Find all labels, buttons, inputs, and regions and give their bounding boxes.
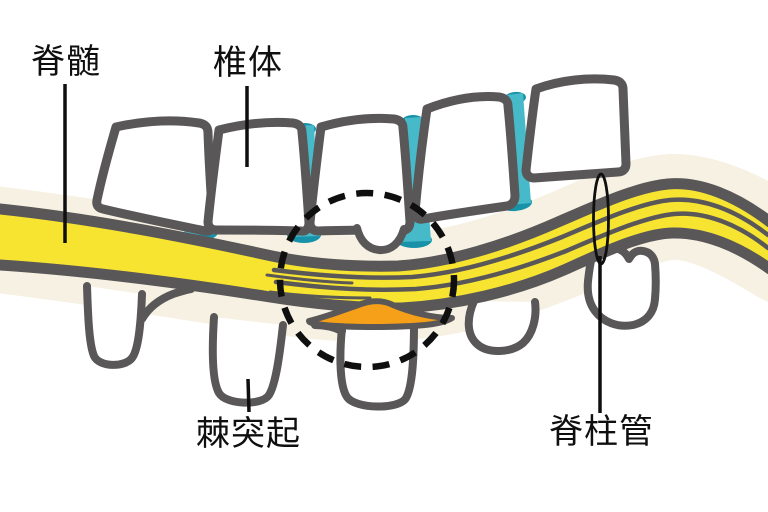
- spinous-process-shape: [83, 282, 146, 369]
- vertebra: [305, 113, 415, 236]
- label-spinal-canal: 脊柱管: [549, 413, 654, 451]
- vertebra: [410, 92, 520, 224]
- label-spinous-process: 棘突起: [196, 415, 301, 453]
- label-spinal-cord: 脊髄: [31, 43, 101, 81]
- vertebra: [92, 116, 218, 236]
- stenosis-highlight-circle: [276, 189, 458, 371]
- vertebral-bodies: [92, 74, 631, 255]
- spinous-process-shape: [464, 297, 540, 355]
- canal-bottom-border: [0, 227, 768, 314]
- spinal-cord-fill: [0, 188, 768, 304]
- spinous-process-shape: [583, 243, 660, 330]
- vertebra-bulge-outline: [353, 224, 408, 255]
- spinal-cord-band: [0, 178, 768, 314]
- nerve-fiber-line: [265, 273, 354, 285]
- spinous-process-shape: [208, 313, 287, 407]
- lamina-ridge: [138, 285, 195, 323]
- annotations: [63, 84, 610, 413]
- nerve-fiber-line: [273, 211, 768, 292]
- canal-top-border: [0, 178, 768, 272]
- vertebra: [521, 74, 631, 183]
- thickened-ligament: [306, 298, 455, 331]
- nerve-fiber-line: [271, 197, 768, 280]
- leader-line-spinous-process: [246, 378, 251, 413]
- label-vertebral-body: 椎体: [213, 44, 283, 82]
- vertebra: [203, 117, 314, 236]
